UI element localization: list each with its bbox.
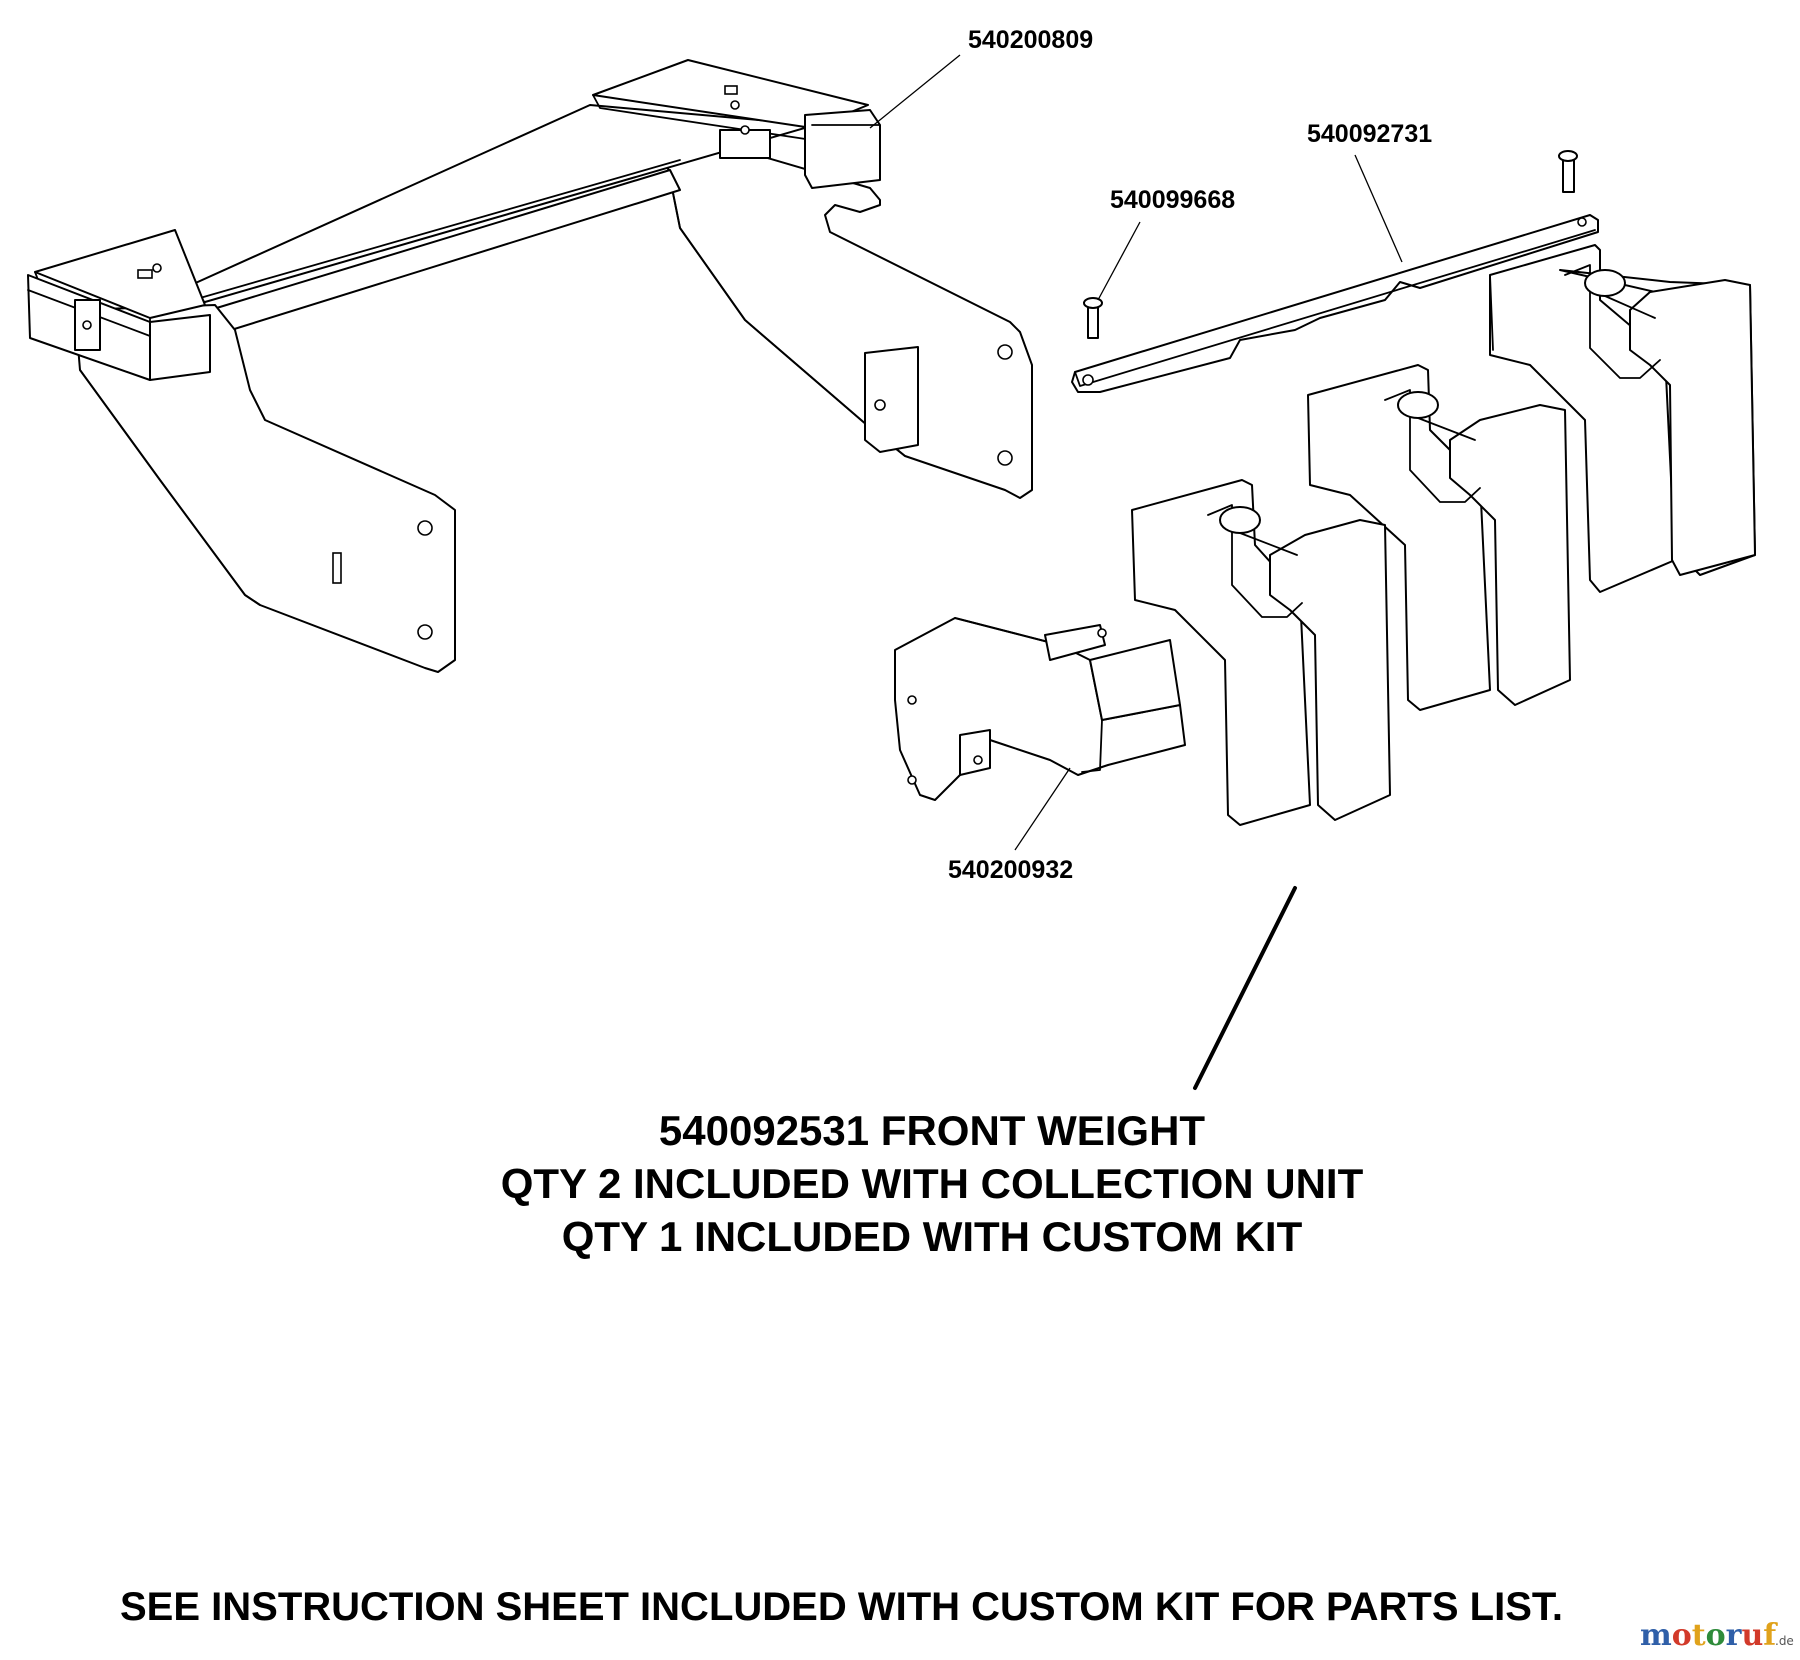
wm-letter-4: r bbox=[1726, 1618, 1743, 1653]
svg-text:motoruf: motoruf bbox=[1640, 1618, 1778, 1653]
wm-letter-1: o bbox=[1672, 1618, 1692, 1653]
note-line-3: QTY 1 INCLUDED WITH CUSTOM KIT bbox=[562, 1213, 1303, 1260]
retaining-bar bbox=[1071, 214, 1599, 393]
clevis-pin-right bbox=[1558, 150, 1578, 193]
front-weight-rear bbox=[1489, 244, 1756, 593]
footer-instruction: SEE INSTRUCTION SHEET INCLUDED WITH CUST… bbox=[120, 1585, 1563, 1629]
leader-540092731 bbox=[1354, 154, 1403, 263]
leader-front-weight bbox=[1193, 886, 1297, 1090]
wm-letter-6: f bbox=[1763, 1618, 1778, 1653]
callout-540200932: 540200932 bbox=[948, 856, 1073, 884]
wm-letter-2: t bbox=[1692, 1618, 1706, 1653]
front-weight-note: 540092531 FRONT WEIGHT QTY 2 INCLUDED WI… bbox=[501, 1107, 1364, 1260]
leader-540099668 bbox=[1097, 221, 1141, 301]
callout-540200809: 540200809 bbox=[968, 26, 1093, 54]
hitch-bracket-assembly bbox=[27, 59, 1033, 673]
callout-540099668: 540099668 bbox=[1110, 186, 1235, 214]
watermark-logo: motoruf .de bbox=[1640, 1618, 1794, 1653]
leader-540200809 bbox=[869, 54, 961, 129]
front-weight-front bbox=[1131, 479, 1391, 826]
wm-letter-0: m bbox=[1640, 1618, 1672, 1653]
leader-540200932 bbox=[1014, 767, 1071, 851]
clevis-pin bbox=[1083, 297, 1103, 339]
wm-suffix: .de bbox=[1775, 1634, 1794, 1648]
front-weight-middle bbox=[1307, 364, 1571, 711]
callout-540092731: 540092731 bbox=[1307, 120, 1432, 148]
wm-letter-3: o bbox=[1706, 1618, 1726, 1653]
note-line-2: QTY 2 INCLUDED WITH COLLECTION UNIT bbox=[501, 1160, 1364, 1207]
note-line-1: 540092531 FRONT WEIGHT bbox=[659, 1107, 1206, 1154]
wm-letter-5: u bbox=[1741, 1618, 1763, 1653]
weight-bracket bbox=[894, 617, 1186, 801]
